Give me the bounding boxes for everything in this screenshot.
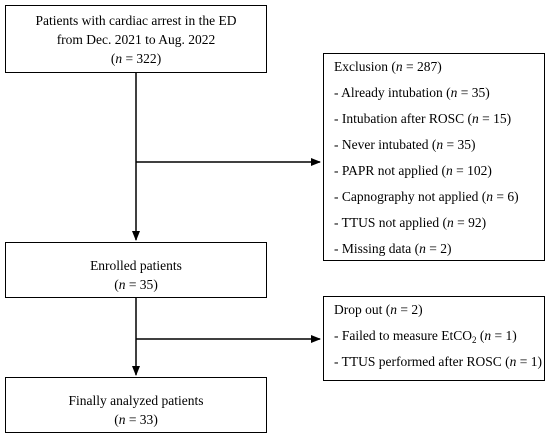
top-box-line2: from Dec. 2021 to Aug. 2022 xyxy=(56,32,216,47)
exclusion-box: Exclusion (n = 287) - Already intubation… xyxy=(323,53,545,261)
top-box-count: (n = 322) xyxy=(110,51,162,66)
final-box: Finally analyzed patients (n = 33) xyxy=(5,377,267,433)
exclusion-item: - Missing data (n = 2) xyxy=(334,241,452,256)
exclusion-item: - PAPR not applied (n = 102) xyxy=(334,163,492,178)
exclusion-item: - Intubation after ROSC (n = 15) xyxy=(334,111,512,126)
dropout-title: Drop out (n = 2) xyxy=(334,302,423,317)
dropout-item: - Failed to measure EtCO2 (n = 1) xyxy=(334,328,517,345)
exclusion-item: - Already intubation (n = 35) xyxy=(334,85,490,100)
final-label: Finally analyzed patients xyxy=(68,393,204,408)
exclusion-item: - TTUS not applied (n = 92) xyxy=(334,215,487,230)
top-box: Patients with cardiac arrest in the ED f… xyxy=(5,5,267,73)
enrolled-label: Enrolled patients xyxy=(90,258,182,273)
exclusion-item: - Never intubated (n = 35) xyxy=(334,137,476,152)
dropout-item: - TTUS performed after ROSC (n = 1) xyxy=(334,354,542,369)
enrolled-count: (n = 35) xyxy=(114,277,158,292)
enrolled-box: Enrolled patients (n = 35) xyxy=(5,242,267,298)
exclusion-item: - Capnography not applied (n = 6) xyxy=(334,189,519,204)
top-box-line1: Patients with cardiac arrest in the ED xyxy=(35,13,237,28)
final-count: (n = 33) xyxy=(114,412,158,427)
exclusion-title: Exclusion (n = 287) xyxy=(334,59,442,74)
dropout-box: Drop out (n = 2) - Failed to measure EtC… xyxy=(323,296,545,381)
